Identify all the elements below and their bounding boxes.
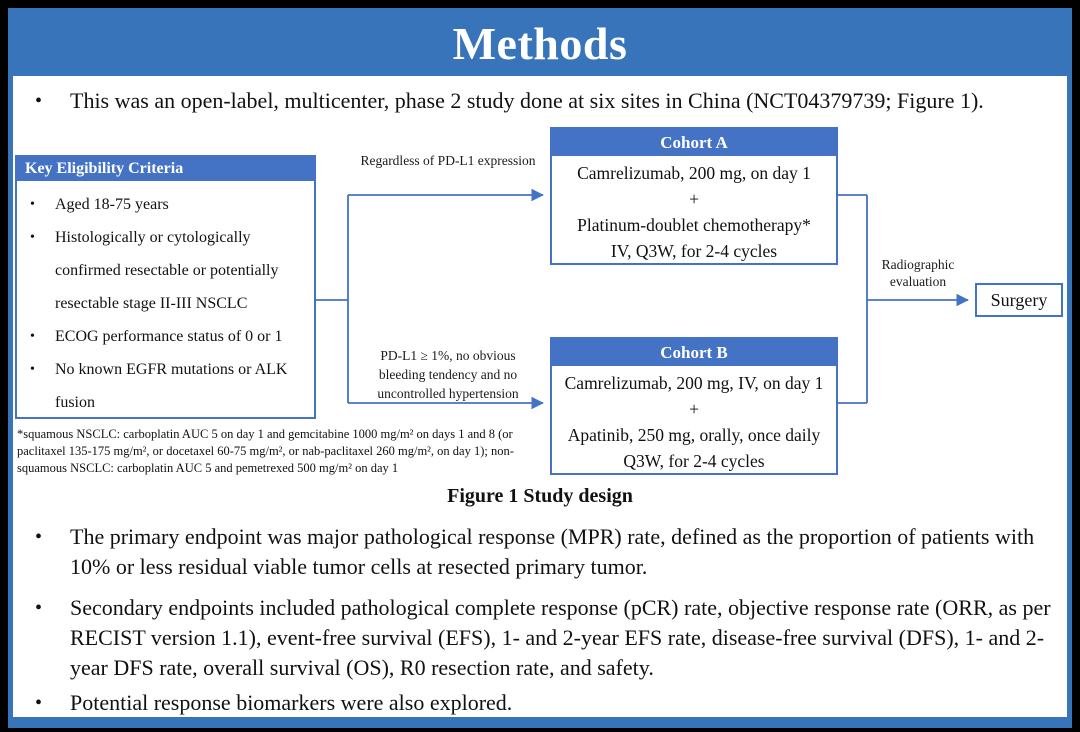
secondary-endpoints-text: Secondary endpoints included pathologica… [70,595,1051,680]
biomarkers-text: Potential response biomarkers were also … [70,690,513,715]
list-item: • Aged 18-75 years [17,188,314,221]
cohort-b-box: Cohort B Camrelizumab, 200 mg, IV, on da… [550,337,838,475]
intro-bullet: • This was an open-label, multicenter, p… [35,86,1051,116]
list-item: • Histologically or cytologically confir… [17,221,314,320]
cohort-a-line: Camrelizumab, 200 mg, on day 1 [577,163,811,183]
figure-caption: Figure 1 Study design [447,485,633,507]
cohort-a-header: Cohort A [552,129,836,156]
page-title: Methods [452,18,628,69]
eligibility-list: • Aged 18-75 years • Histologically or c… [17,181,314,419]
eligibility-item-text: Aged 18-75 years [55,196,169,213]
bullet-dot-icon: • [30,362,35,377]
eligibility-box: Key Eligibility Criteria • Aged 18-75 ye… [15,155,316,419]
cohort-b-line: Apatinib, 250 mg, orally, once daily [567,425,821,445]
title-bar: Methods [13,13,1067,76]
bullet-dot-icon: • [35,597,43,619]
bullet-dot-icon: • [35,692,43,714]
bullet-dot-icon: • [30,230,35,245]
list-item: • ECOG performance status of 0 or 1 [17,320,314,353]
intro-text: This was an open-label, multicenter, pha… [70,88,984,113]
eligibility-header: Key Eligibility Criteria [17,157,314,181]
cohort-b-line: Q3W, for 2-4 cycles [623,451,765,471]
bullet-dot-icon: • [30,197,35,212]
cohort-a-line: IV, Q3W, for 2-4 cycles [610,241,778,261]
bullet-dot-icon: • [30,329,35,344]
slide-frame: Methods • This was an open-label, multic… [8,8,1072,728]
eligibility-item-text: Histologically or cytologically confirme… [55,229,279,312]
eligibility-item-text: ECOG performance status of 0 or 1 [55,328,283,345]
primary-endpoint-text: The primary endpoint was major pathologi… [70,524,1035,579]
radiographic-evaluation-label: Radiographic evaluation [881,257,955,289]
bullet-dot-icon: • [35,526,43,548]
cohort-a-body: Camrelizumab, 200 mg, on day 1 + Platinu… [552,156,836,264]
list-item: • No known EGFR mutations or ALK fusion [17,353,314,419]
surgery-box: Surgery [975,283,1063,317]
eligibility-item-text: No known EGFR mutations or ALK fusion [55,361,288,411]
branch-a-label: Regardless of PD-L1 expression [360,153,536,168]
secondary-endpoints-bullet: • Secondary endpoints included pathologi… [35,593,1051,683]
biomarkers-bullet: • Potential response biomarkers were als… [35,688,1051,718]
plus-sign: + [689,399,699,419]
cohort-a-line: Platinum-doublet chemotherapy* [577,215,811,235]
cohort-b-line: Camrelizumab, 200 mg, IV, on day 1 [564,373,824,393]
primary-endpoint-bullet: • The primary endpoint was major patholo… [35,522,1051,582]
cohort-b-body: Camrelizumab, 200 mg, IV, on day 1 + Apa… [552,366,836,474]
figure-footnote: *squamous NSCLC: carboplatin AUC 5 on da… [17,427,514,475]
cohort-a-box: Cohort A Camrelizumab, 200 mg, on day 1 … [550,127,838,265]
plus-sign: + [689,189,699,209]
cohort-b-header: Cohort B [552,339,836,366]
bullet-dot-icon: • [35,90,43,112]
branch-b-label: PD-L1 ≥ 1%, no obvious bleeding tendency… [377,348,519,401]
